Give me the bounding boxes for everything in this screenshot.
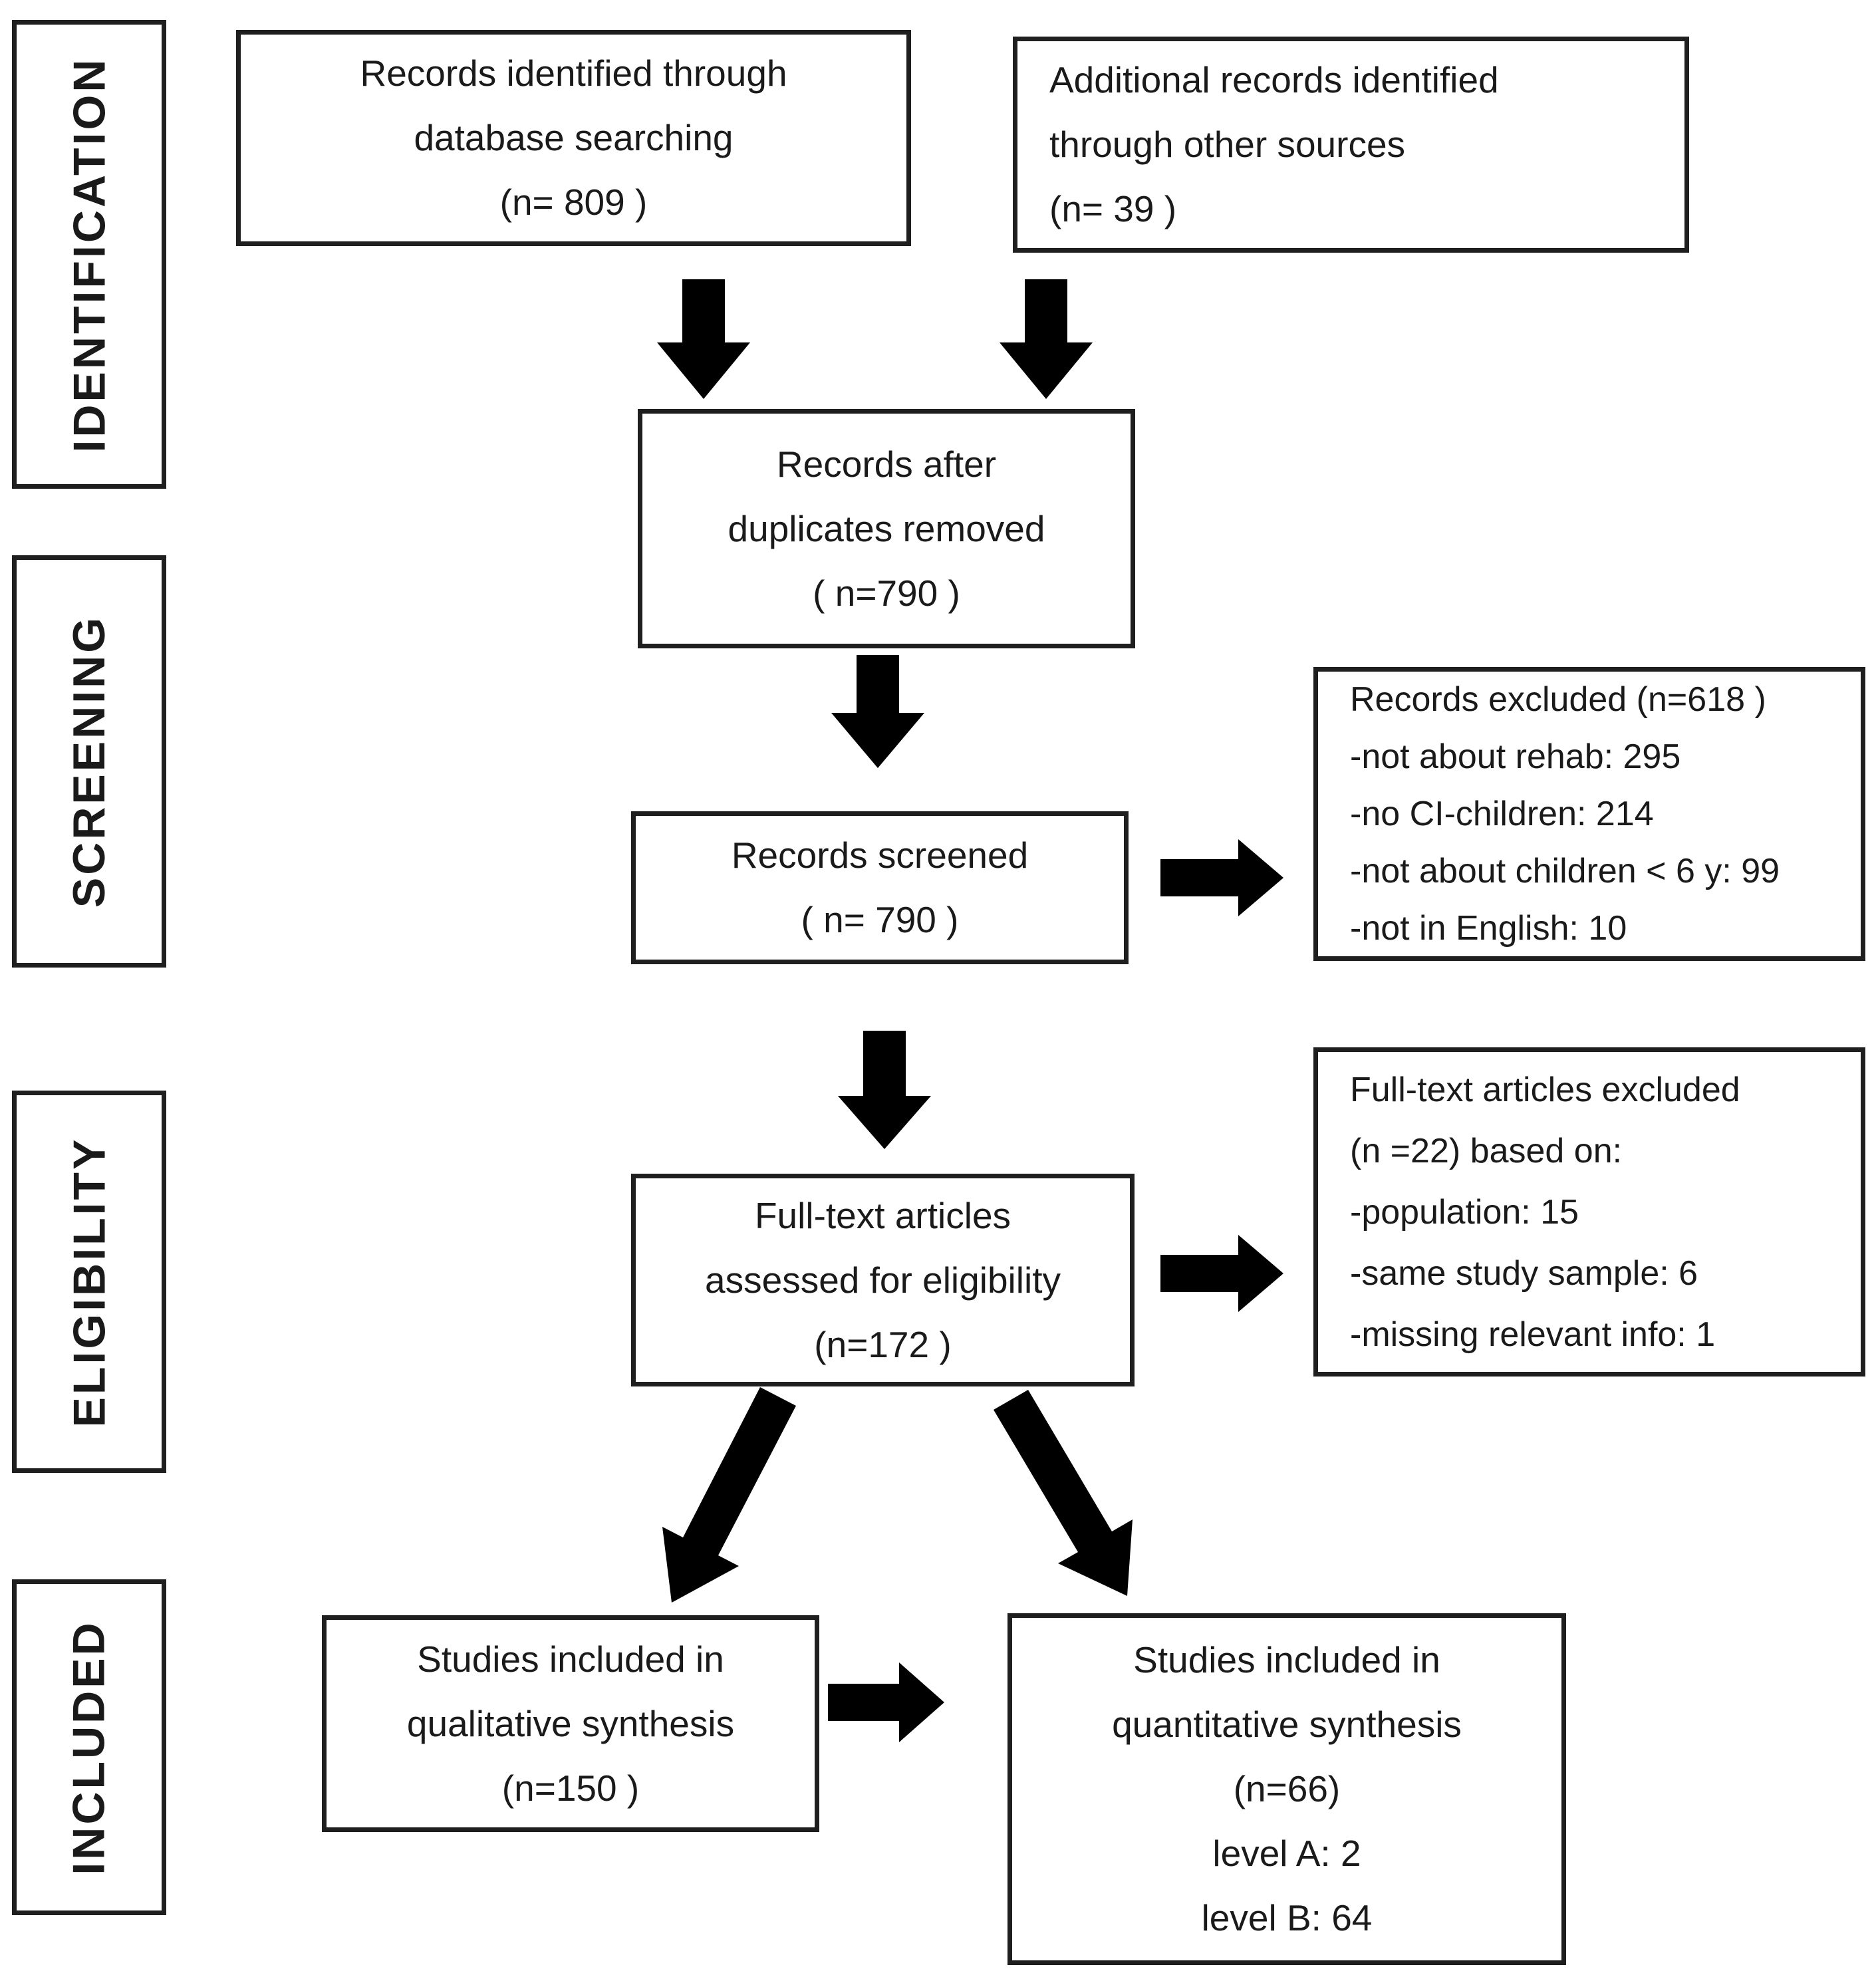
stage-label: IDENTIFICATION bbox=[64, 57, 115, 452]
arrow-screened-to-fulltext-icon bbox=[838, 1031, 931, 1149]
box-line: quantitative synthesis bbox=[1112, 1704, 1462, 1745]
box-line: -same study sample: 6 bbox=[1350, 1253, 1698, 1293]
box-line: (n=172 ) bbox=[814, 1323, 952, 1365]
box-line: level A: 2 bbox=[1212, 1833, 1361, 1874]
box-line: -not about children < 6 y: 99 bbox=[1350, 852, 1780, 890]
arrow-additional-down-icon bbox=[1000, 279, 1093, 399]
box-line: Studies included in bbox=[1133, 1639, 1440, 1680]
box-fulltext-excluded: Full-text articles excluded (n =22) base… bbox=[1313, 1047, 1865, 1377]
stage-identification: IDENTIFICATION bbox=[12, 20, 166, 489]
box-records-identified: Records identified through database sear… bbox=[236, 30, 911, 246]
box-line: Studies included in bbox=[417, 1638, 724, 1680]
box-line: (n= 809 ) bbox=[499, 182, 648, 223]
box-line: -not in English: 10 bbox=[1350, 909, 1627, 948]
arrow-screened-to-excluded-icon bbox=[1160, 839, 1283, 916]
box-line: database searching bbox=[414, 117, 734, 158]
stage-label: SCREENING bbox=[64, 614, 114, 908]
box-line: Additional records identified bbox=[1049, 59, 1499, 100]
box-line: level B: 64 bbox=[1201, 1897, 1373, 1938]
arrow-fulltext-to-qualitative-icon bbox=[662, 1387, 796, 1603]
box-additional-records: Additional records identified through ot… bbox=[1013, 37, 1689, 253]
box-fulltext-assessed: Full-text articles assessed for eligibil… bbox=[631, 1174, 1135, 1386]
box-line: Records identified through bbox=[360, 53, 787, 94]
box-line: Full-text articles bbox=[754, 1194, 1011, 1236]
box-line: -population: 15 bbox=[1350, 1192, 1579, 1232]
box-line: qualitative synthesis bbox=[406, 1702, 735, 1744]
stage-label: INCLUDED bbox=[64, 1619, 115, 1875]
arrow-duplicates-to-screened-icon bbox=[831, 655, 924, 768]
box-line: (n= 39 ) bbox=[1049, 188, 1177, 229]
box-line: (n=66) bbox=[1233, 1768, 1341, 1809]
box-quantitative-synthesis: Studies included in quantitative synthes… bbox=[1007, 1613, 1566, 1965]
stage-label: ELIGIBILITY bbox=[64, 1136, 114, 1427]
box-line: Records excluded (n=618 ) bbox=[1350, 680, 1766, 719]
box-line: (n=150 ) bbox=[501, 1767, 640, 1809]
arrow-qualitative-to-quantitative-icon bbox=[828, 1662, 944, 1742]
stage-eligibility: ELIGIBILITY bbox=[12, 1091, 166, 1473]
box-qualitative-synthesis: Studies included in qualitative synthesi… bbox=[322, 1615, 819, 1832]
box-line: assessed for eligibility bbox=[705, 1259, 1061, 1301]
box-line: -missing relevant info: 1 bbox=[1350, 1315, 1716, 1354]
arrow-fulltext-to-excluded-icon bbox=[1160, 1235, 1283, 1312]
box-records-screened: Records screened ( n= 790 ) bbox=[631, 811, 1129, 964]
stage-included: INCLUDED bbox=[12, 1579, 166, 1915]
box-records-excluded: Records excluded (n=618 ) -not about reh… bbox=[1313, 667, 1865, 961]
box-line: ( n= 790 ) bbox=[801, 899, 959, 940]
box-line: Records screened bbox=[731, 835, 1029, 876]
box-line: Records after bbox=[776, 443, 997, 485]
box-line: duplicates removed bbox=[728, 507, 1045, 549]
box-line: -no CI-children: 214 bbox=[1350, 795, 1654, 833]
box-line: (n =22) based on: bbox=[1350, 1131, 1623, 1170]
box-line: ( n=790 ) bbox=[813, 572, 960, 614]
box-line: Full-text articles excluded bbox=[1350, 1070, 1740, 1109]
box-line: -not about rehab: 295 bbox=[1350, 737, 1681, 776]
stage-screening: SCREENING bbox=[12, 555, 166, 968]
arrow-identified-down-icon bbox=[657, 279, 750, 399]
box-duplicates-removed: Records after duplicates removed ( n=790… bbox=[638, 409, 1135, 648]
box-line: through other sources bbox=[1049, 124, 1406, 165]
arrow-fulltext-to-quantitative-icon bbox=[994, 1390, 1133, 1596]
